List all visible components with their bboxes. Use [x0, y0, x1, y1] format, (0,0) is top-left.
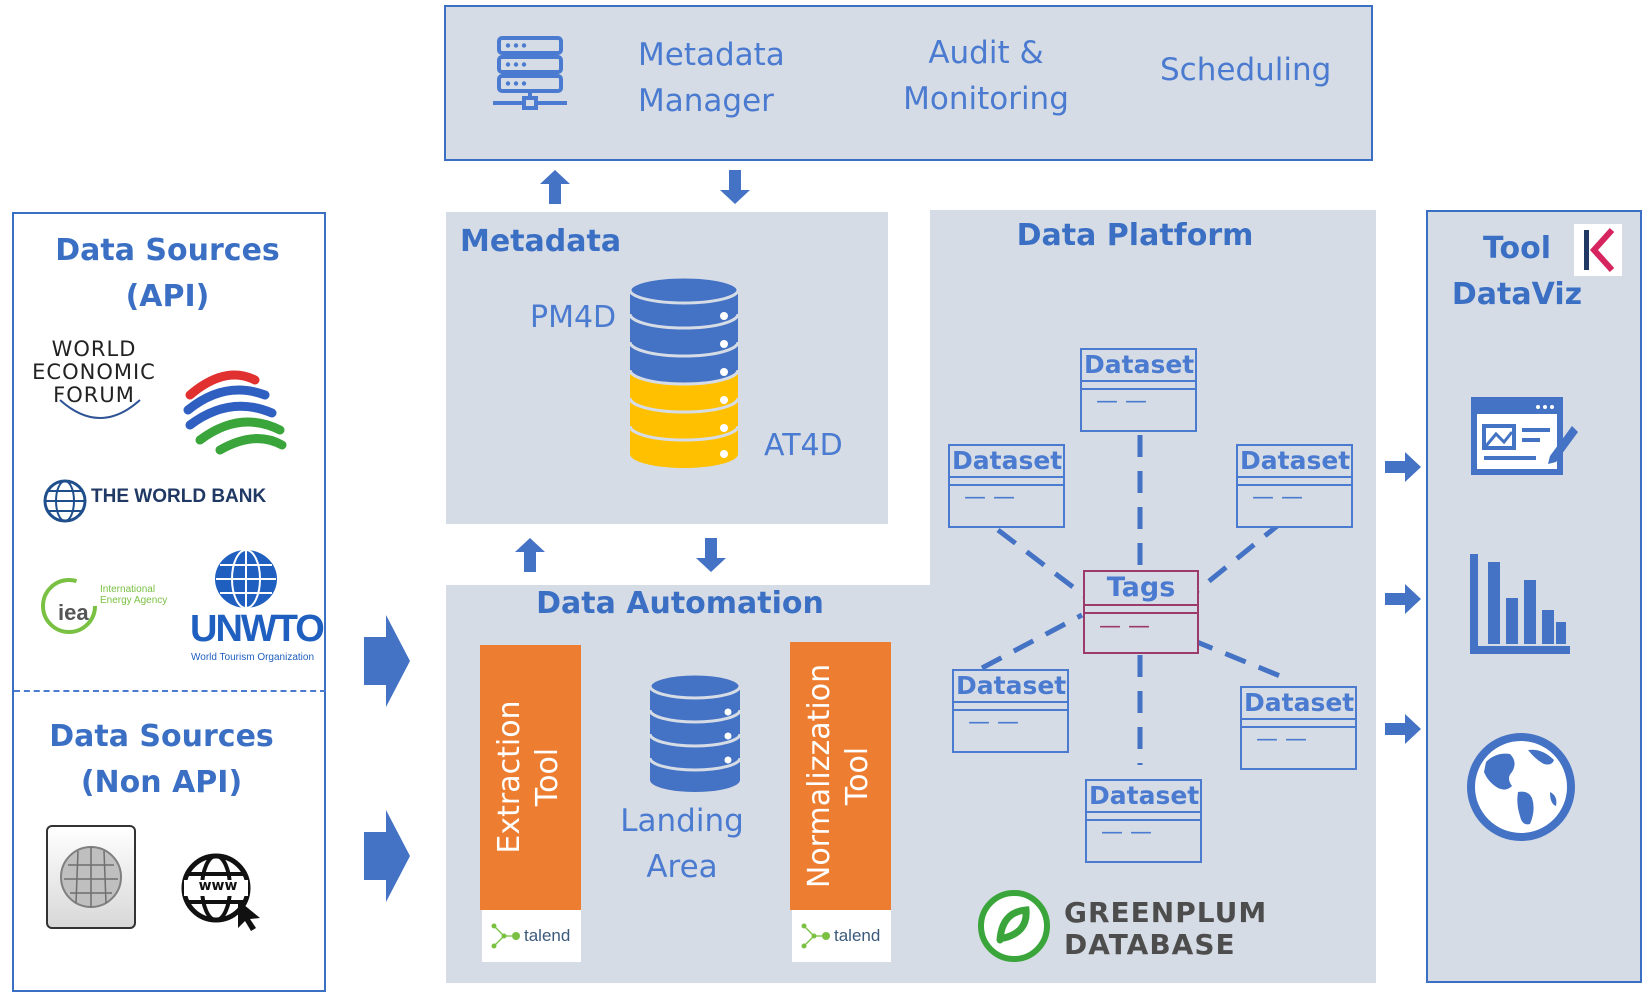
greenplum-line2: DATABASE	[1064, 928, 1236, 961]
metadata-manager-label: Metadata Manager	[638, 37, 785, 119]
non-api-sources-title: Data Sources (Non API)	[49, 719, 274, 800]
data-automation-panel	[446, 585, 1376, 983]
dataset-row-line	[950, 478, 1063, 486]
iea-logo-icon	[41, 578, 97, 634]
dataset-connection-lines	[980, 435, 1286, 765]
data-platform-title: Data Platform	[1016, 218, 1254, 253]
non-api-flow-arrow	[364, 810, 410, 902]
iea-logo-text: iea	[58, 600, 89, 625]
dataset-field: — —	[1256, 727, 1307, 752]
viz-arrow-2	[1385, 584, 1421, 614]
sources-divider	[14, 690, 326, 692]
scheduling-label: Scheduling	[1160, 52, 1332, 88]
automation-up-arrow	[515, 538, 545, 572]
dataset-left-lower: Dataset — —	[952, 669, 1069, 753]
dataset-row-line	[954, 703, 1067, 711]
article-icon	[1471, 397, 1578, 475]
tags-node: Tags — —	[1083, 570, 1199, 654]
wef-logo: WORLD ECONOMIC FORUM	[32, 337, 156, 407]
extraction-tool-label: Extraction Tool	[492, 700, 565, 854]
wikipedia-icon	[46, 825, 136, 929]
server-icon	[493, 36, 567, 110]
tags-row-line	[1085, 606, 1197, 614]
pm4d-label: PM4D	[530, 300, 617, 335]
dataset-field: — —	[964, 485, 1015, 510]
normalization-talend-logo: talend	[792, 910, 891, 962]
dataset-field: — —	[1252, 485, 1303, 510]
normalization-tool	[790, 642, 891, 910]
dataset-left-upper: Dataset — —	[948, 444, 1065, 528]
audit-monitoring-label: Audit & Monitoring	[903, 35, 1069, 117]
management-panel	[444, 5, 1373, 161]
dataset-row-line	[1238, 478, 1351, 486]
at4d-label: AT4D	[764, 428, 843, 463]
unwto-logo-text: UNWTO	[190, 608, 325, 650]
viz-arrow-3	[1385, 714, 1421, 744]
www-label: www	[198, 878, 238, 894]
tags-field: — —	[1099, 614, 1150, 639]
world-bank-logo: THE WORLD BANK	[91, 486, 267, 507]
extraction-talend-logo: talend	[482, 910, 581, 962]
tool-logo	[1574, 224, 1622, 276]
metadata-up-arrow	[540, 170, 570, 204]
dataset-label: Dataset	[1087, 781, 1200, 813]
normalization-talend-label: talend	[834, 926, 881, 945]
greenplum-logo-icon	[978, 890, 1050, 962]
automation-down-arrow	[696, 538, 726, 572]
api-flow-arrow	[364, 615, 410, 707]
data-automation-title: Data Automation	[536, 586, 824, 621]
tags-label: Tags	[1085, 572, 1197, 606]
viz-arrow-1	[1385, 452, 1421, 482]
dataset-top: Dataset — —	[1080, 348, 1197, 432]
globe-icon	[1467, 733, 1575, 841]
greenplum-line1: GREENPLUM	[1064, 896, 1268, 929]
dataset-field: — —	[968, 710, 1019, 735]
dataset-right-upper: Dataset — —	[1236, 444, 1353, 528]
dataset-field: — —	[1096, 389, 1147, 414]
dataset-row-line	[1087, 813, 1200, 821]
metadata-title: Metadata	[460, 224, 622, 259]
dataset-label: Dataset	[1242, 688, 1355, 720]
dataset-right-lower: Dataset — —	[1240, 686, 1357, 770]
dataset-row-line	[1082, 382, 1195, 390]
unwto-globe-icon	[215, 549, 277, 609]
dataset-label: Dataset	[954, 671, 1067, 703]
world-bank-globe-icon	[43, 479, 87, 523]
extraction-talend-label: talend	[524, 926, 571, 945]
wef-arc-icon	[59, 399, 141, 419]
wto-logo	[183, 370, 287, 455]
tool-dataviz-title: Tool DataViz	[1451, 231, 1583, 312]
unwto-logo-subtitle: World Tourism Organization	[191, 652, 315, 663]
api-sources-title: Data Sources (API)	[55, 233, 280, 314]
www-globe-cursor-icon	[181, 853, 260, 931]
landing-area-database-icon	[648, 672, 742, 792]
dataset-label: Dataset	[950, 446, 1063, 478]
bar-chart-icon	[1470, 554, 1570, 654]
metadata-down-arrow	[720, 170, 750, 204]
normalization-tool-label: Normalizzation Tool	[802, 663, 875, 889]
dataset-row-line	[1242, 720, 1355, 728]
landing-area-label: Landing Area	[620, 803, 744, 885]
dataset-label: Dataset	[1082, 350, 1195, 382]
extraction-tool	[480, 645, 581, 910]
iea-logo-subtitle: International Energy Agency	[100, 584, 168, 606]
dataset-label: Dataset	[1238, 446, 1351, 478]
metadata-database-icon	[628, 276, 740, 468]
dataset-field: — —	[1101, 820, 1152, 845]
dataset-bottom: Dataset — —	[1085, 779, 1202, 863]
